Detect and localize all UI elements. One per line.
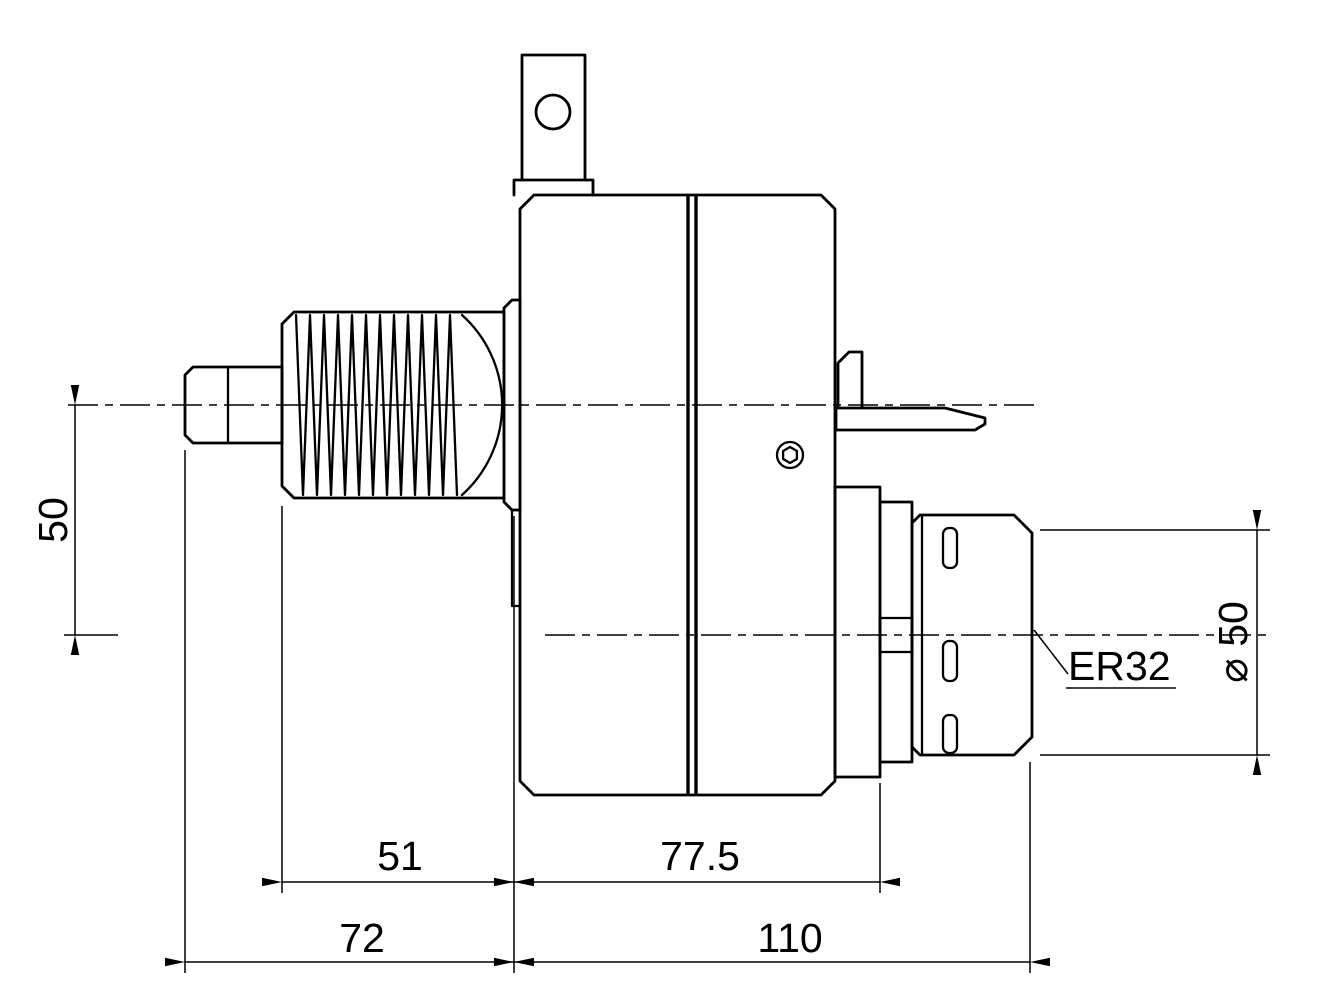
extension-lines	[64, 450, 1270, 973]
thread-runout-arc	[460, 313, 504, 497]
thread-profile	[294, 313, 459, 497]
dim-text-thread-length: 51	[377, 833, 423, 879]
collet-label-leader	[1033, 629, 1069, 675]
dim-text-axis-distance: 50	[30, 497, 76, 543]
stop-block	[836, 350, 864, 409]
collet-nut	[910, 513, 1034, 757]
collet-nut-slot-bottom	[941, 713, 959, 755]
threaded-shank	[280, 310, 506, 500]
mounting-tab	[520, 53, 587, 182]
spindle-step-ring	[878, 500, 914, 764]
shank-stub	[183, 365, 284, 445]
dimension-labels: 50 51 77.5 72 110 ⌀ 50 ER32	[30, 497, 1256, 961]
shank-flange	[502, 298, 522, 512]
set-screw	[775, 440, 805, 470]
body-outline	[518, 193, 837, 797]
centerlines	[68, 404, 1266, 636]
dim-text-nut-diameter: ⌀ 50	[1210, 601, 1256, 683]
dim-text-output-overall: 110	[757, 915, 822, 961]
mounting-tab-base	[512, 178, 595, 197]
drive-pin	[834, 406, 987, 432]
dimension-lines	[70, 385, 1262, 967]
collet-nut-slot-top	[941, 526, 959, 570]
set-screw-hex-socket	[781, 445, 799, 465]
collet-nut-slot-middle	[941, 639, 959, 683]
spindle-flange	[833, 485, 882, 779]
mounting-tab-hole	[534, 93, 572, 131]
dim-text-shank-overall: 72	[339, 915, 385, 961]
part-view	[183, 53, 1034, 797]
collet-type-label: ER32	[1068, 643, 1171, 689]
dim-text-body-length: 77.5	[660, 833, 740, 879]
